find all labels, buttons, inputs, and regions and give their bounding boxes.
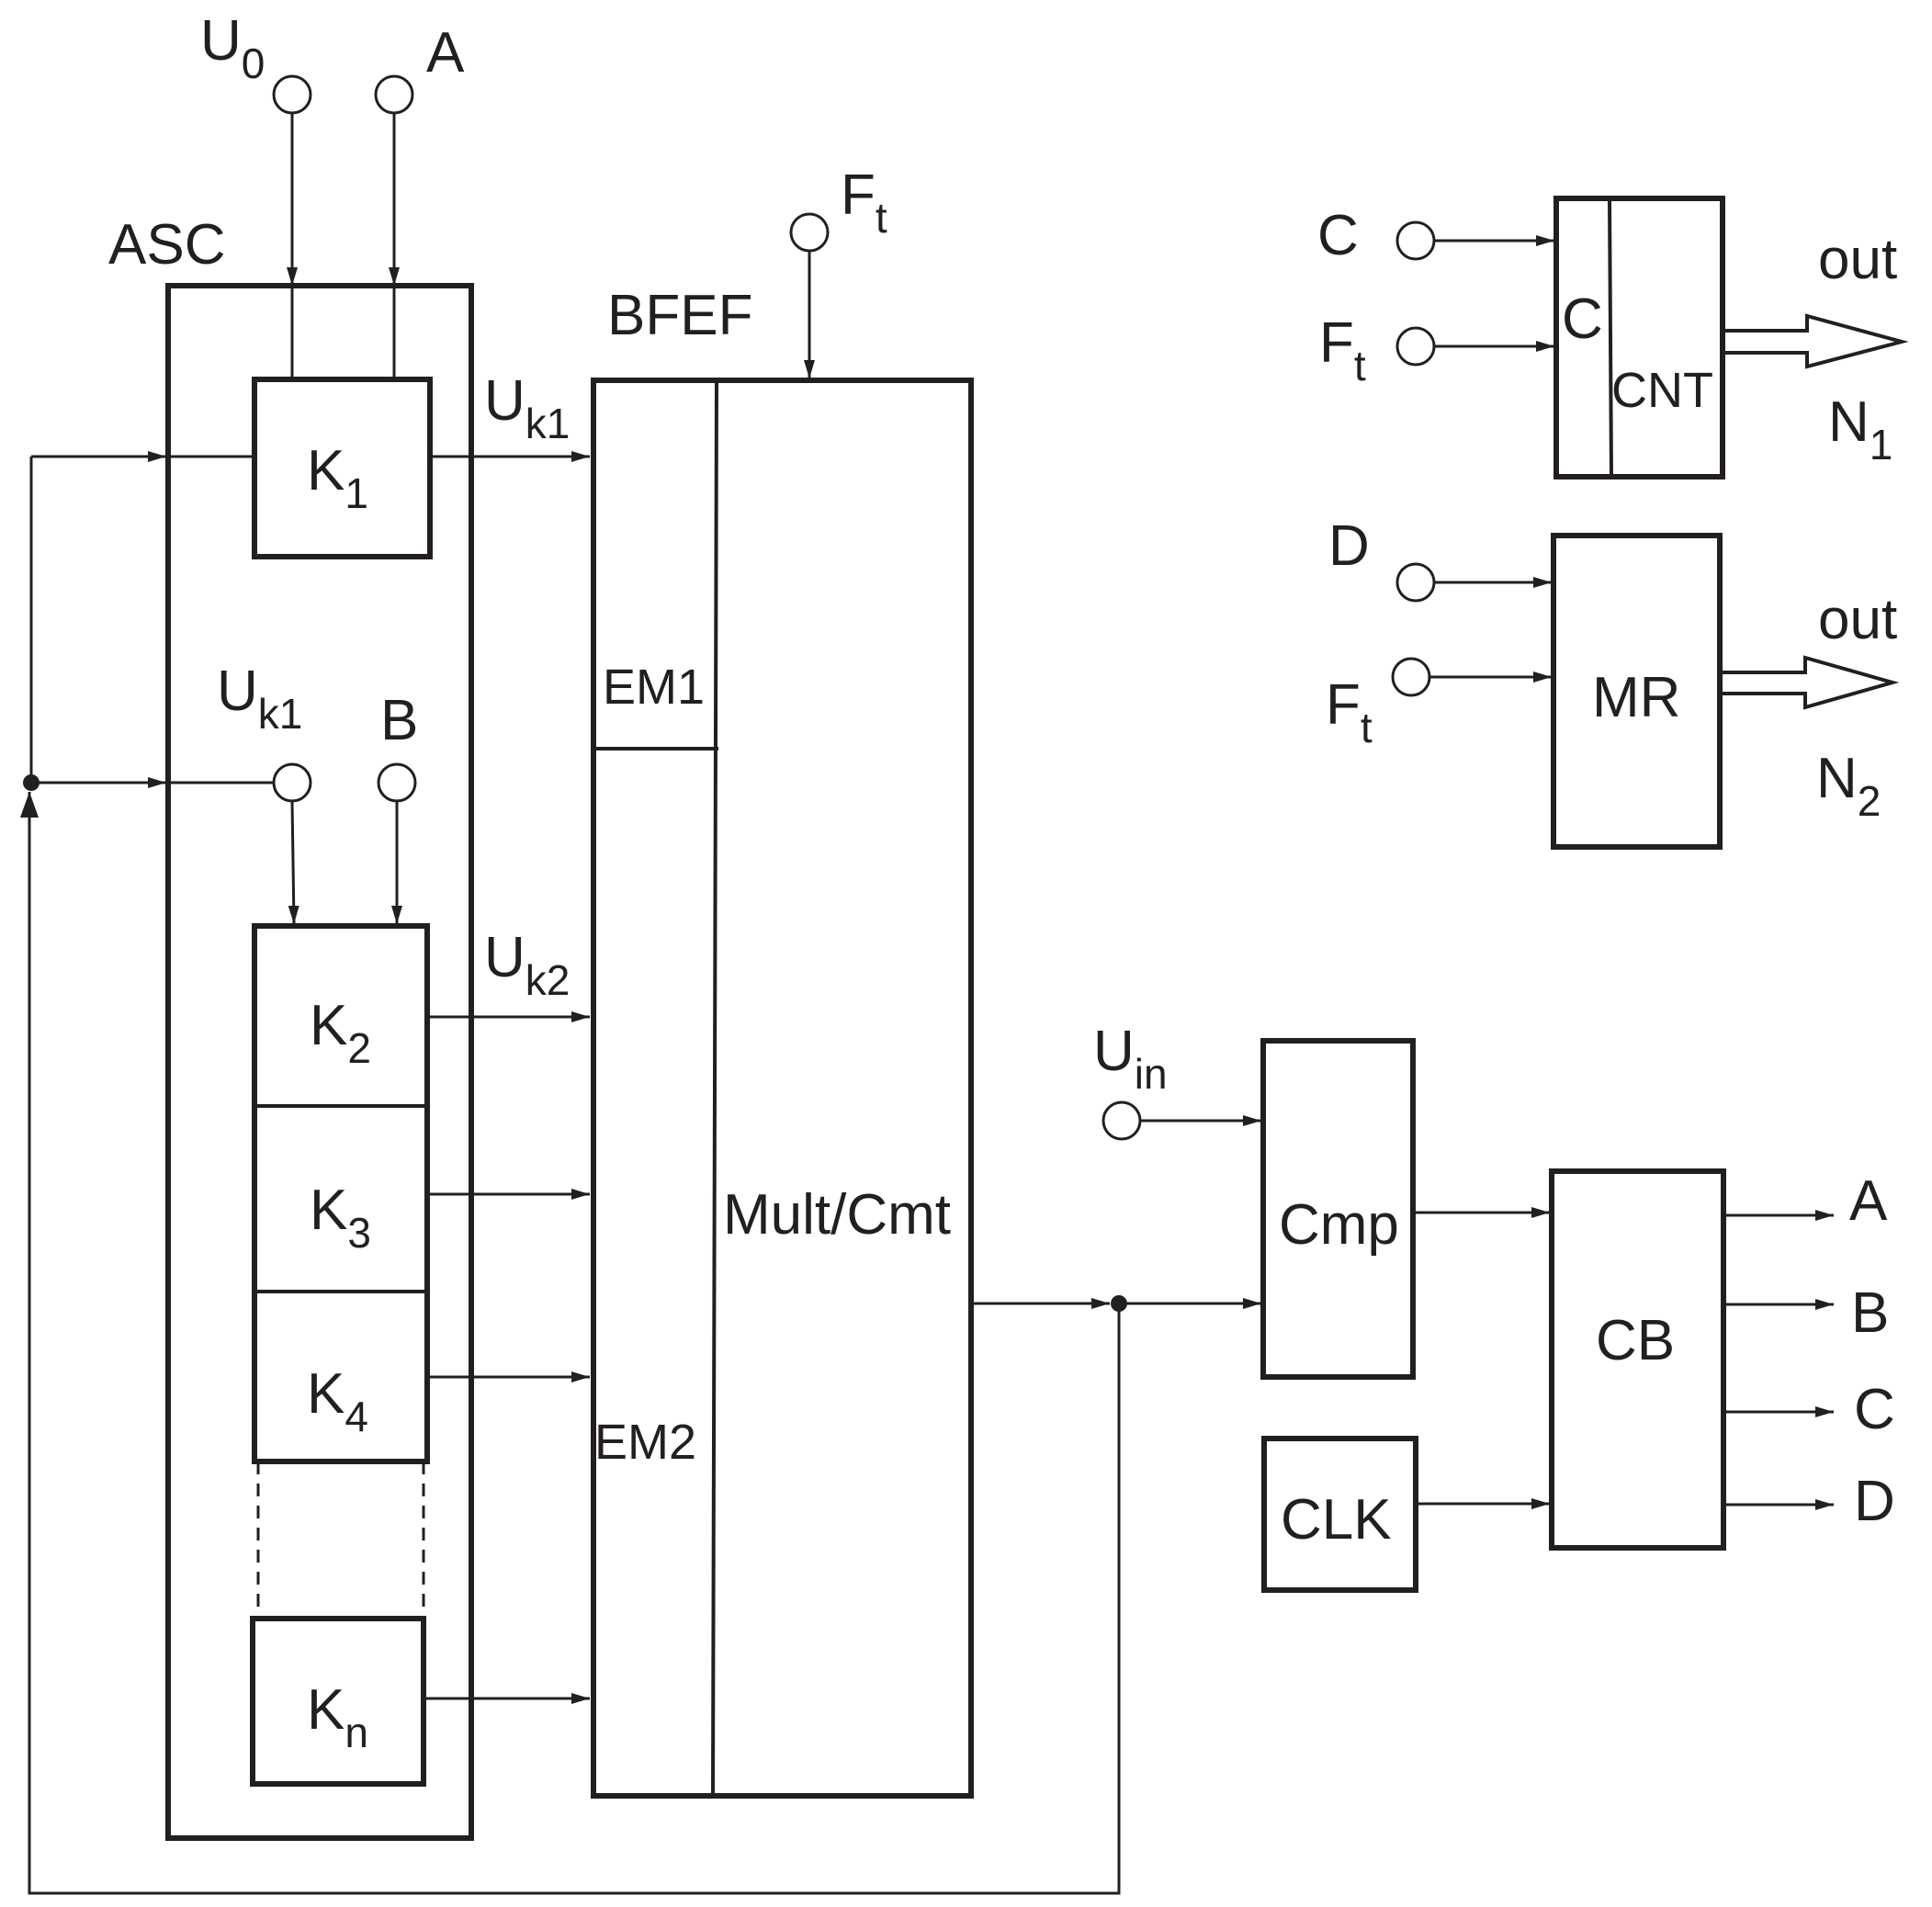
kn-label: Kn xyxy=(307,1678,368,1756)
feedback-arrow xyxy=(20,792,39,818)
k4-label: K4 xyxy=(307,1362,368,1440)
k1-label: K1 xyxy=(307,439,368,517)
uk1-output-label: Uk1 xyxy=(484,369,570,447)
b-input-label: B xyxy=(380,689,418,752)
ft-bfef-terminal xyxy=(789,212,830,253)
uk2-output-label: Uk2 xyxy=(484,926,570,1004)
a-terminal xyxy=(374,74,414,115)
d-output-label: D xyxy=(1854,1470,1895,1533)
mr-out-label: out xyxy=(1818,588,1897,651)
ft-mr-terminal xyxy=(1391,657,1431,697)
uin-label: Uin xyxy=(1093,1020,1168,1098)
cb-block xyxy=(1549,1168,1726,1551)
u0-terminal xyxy=(272,74,312,115)
k2-label: K2 xyxy=(310,994,371,1072)
ft-cnt-terminal xyxy=(1395,326,1436,367)
cnt-divider xyxy=(1608,197,1613,478)
bfef-block xyxy=(591,378,974,1799)
mult-cmt-label: Mult/Cmt xyxy=(723,1183,951,1247)
cnt-block xyxy=(1554,196,1725,480)
clk-label: CLK xyxy=(1281,1488,1392,1552)
mr-output-arrow xyxy=(1720,655,1900,710)
c-input-label: C xyxy=(1317,204,1359,267)
cmp-block xyxy=(1260,1038,1416,1380)
cmp-label: Cmp xyxy=(1279,1193,1399,1257)
uk1-wire-to-k2 xyxy=(288,800,299,925)
bfef-em-divider xyxy=(711,379,718,1797)
ft-cnt-label: Ft xyxy=(1319,311,1366,389)
cnt-c-label: C xyxy=(1562,288,1603,351)
clk-block xyxy=(1261,1436,1418,1593)
b-output-label: B xyxy=(1851,1281,1889,1345)
a-output-label: A xyxy=(1849,1169,1888,1233)
c-terminal xyxy=(1395,220,1436,261)
uk1-mid-label: Uk1 xyxy=(217,660,302,738)
cb-label: CB xyxy=(1596,1309,1675,1372)
ft-bfef-label: Ft xyxy=(841,164,887,242)
n1-label: N1 xyxy=(1828,390,1892,468)
n2-label: N2 xyxy=(1816,747,1881,825)
em2-label: EM2 xyxy=(594,1415,696,1470)
uin-terminal xyxy=(1102,1100,1142,1141)
bfef-label: BFEF xyxy=(607,284,752,347)
em1-label: EM1 xyxy=(603,660,705,715)
u0-label: U0 xyxy=(200,9,265,87)
mr-label: MR xyxy=(1592,666,1680,729)
uk1-terminal xyxy=(272,762,312,803)
mr-block xyxy=(1551,533,1723,850)
c-output-label: C xyxy=(1854,1378,1895,1441)
asc-label: ASC xyxy=(108,213,225,276)
ft-mr-label: Ft xyxy=(1326,673,1373,751)
cnt-label: CNT xyxy=(1611,363,1713,418)
k1-block xyxy=(252,377,433,559)
d-terminal xyxy=(1395,562,1436,603)
cnt-output-arrow xyxy=(1723,313,1909,369)
b-terminal xyxy=(377,762,417,803)
k3-label: K3 xyxy=(310,1179,371,1257)
a-input-label: A xyxy=(426,21,465,85)
kn-block xyxy=(250,1616,426,1787)
d-input-label: D xyxy=(1328,514,1370,578)
cnt-out-label: out xyxy=(1818,228,1897,291)
feedback-wire xyxy=(28,792,1121,1895)
asc-block xyxy=(165,283,474,1841)
